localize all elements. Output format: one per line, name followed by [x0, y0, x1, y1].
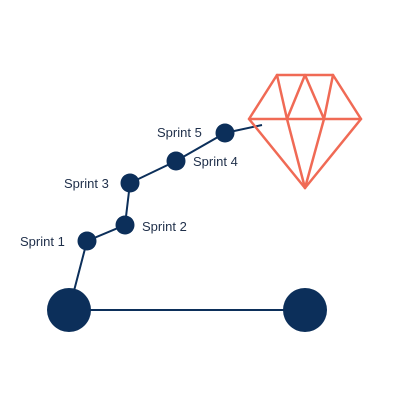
sprint-label-5: Sprint 5 [157, 125, 202, 140]
sprint-label-4: Sprint 4 [193, 154, 238, 169]
sprint-node-4 [166, 151, 186, 171]
sprint-path-connector [68, 124, 263, 311]
sprint-label-2: Sprint 2 [142, 219, 187, 234]
diamond-gem-icon [247, 73, 363, 190]
end-node [283, 288, 327, 332]
sprint-node-3 [120, 173, 140, 193]
start-node [47, 288, 91, 332]
connector-lines [68, 124, 305, 311]
sprint-node-2 [115, 215, 135, 235]
sprint-node-1 [77, 231, 97, 251]
sprint-node-5 [215, 123, 235, 143]
sprint-label-3: Sprint 3 [64, 176, 109, 191]
sprint-label-1: Sprint 1 [20, 234, 65, 249]
